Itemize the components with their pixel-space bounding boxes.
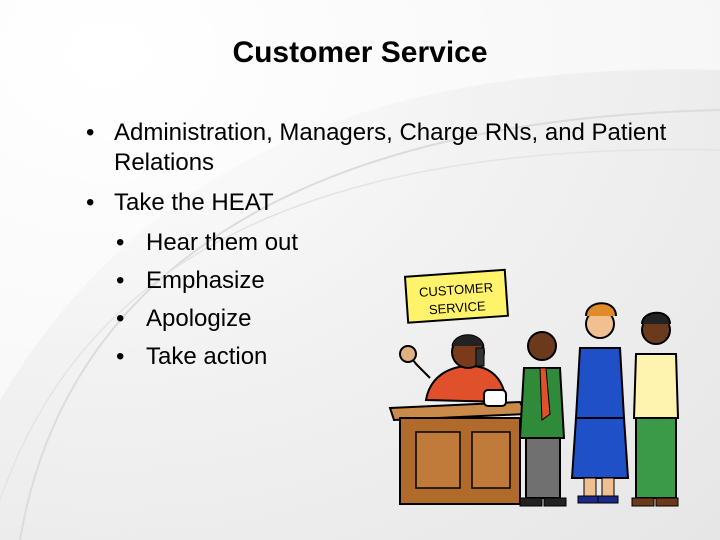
customer-service-clipart: CUSTOMER SERVICE bbox=[388, 268, 680, 507]
sub-bullet-item: • Emphasize bbox=[116, 266, 686, 296]
bullet-marker: • bbox=[116, 267, 125, 294]
sub-bullet-item: • Hear them out bbox=[116, 228, 686, 258]
sub-bullet-item: • Apologize bbox=[116, 304, 686, 334]
customer-service-sign: CUSTOMER SERVICE bbox=[403, 268, 510, 324]
bullet-text: Take the HEAT bbox=[114, 189, 274, 216]
bullet-marker: • bbox=[86, 119, 95, 146]
sub-bullet-text: Emphasize bbox=[146, 267, 265, 294]
bullet-marker: • bbox=[116, 343, 125, 370]
bullet-list: • Administration, Managers, Charge RNs, … bbox=[86, 118, 686, 380]
clerk-figure bbox=[399, 334, 508, 407]
customer-figure-2 bbox=[570, 302, 630, 504]
sub-bullet-text: Hear them out bbox=[146, 229, 299, 256]
desk bbox=[388, 400, 528, 505]
bullet-item: • Administration, Managers, Charge RNs, … bbox=[86, 118, 686, 178]
slide-title: Customer Service bbox=[232, 36, 488, 69]
bullet-marker: • bbox=[116, 229, 125, 256]
sign-line-1: CUSTOMER bbox=[418, 280, 493, 300]
sub-bullet-text: Apologize bbox=[146, 305, 252, 332]
sub-bullet-text: Take action bbox=[146, 343, 268, 370]
customer-figure-3 bbox=[631, 311, 680, 507]
bullet-marker: • bbox=[86, 189, 95, 216]
sub-bullet-item: • Take action bbox=[116, 342, 686, 372]
sign-line-2: SERVICE bbox=[428, 298, 486, 317]
bullet-text: Administration, Managers, Charge RNs, an… bbox=[114, 119, 667, 176]
customer-figure-1 bbox=[518, 331, 567, 507]
bullet-item: • Take the HEAT bbox=[86, 188, 686, 218]
bullet-marker: • bbox=[116, 305, 125, 332]
